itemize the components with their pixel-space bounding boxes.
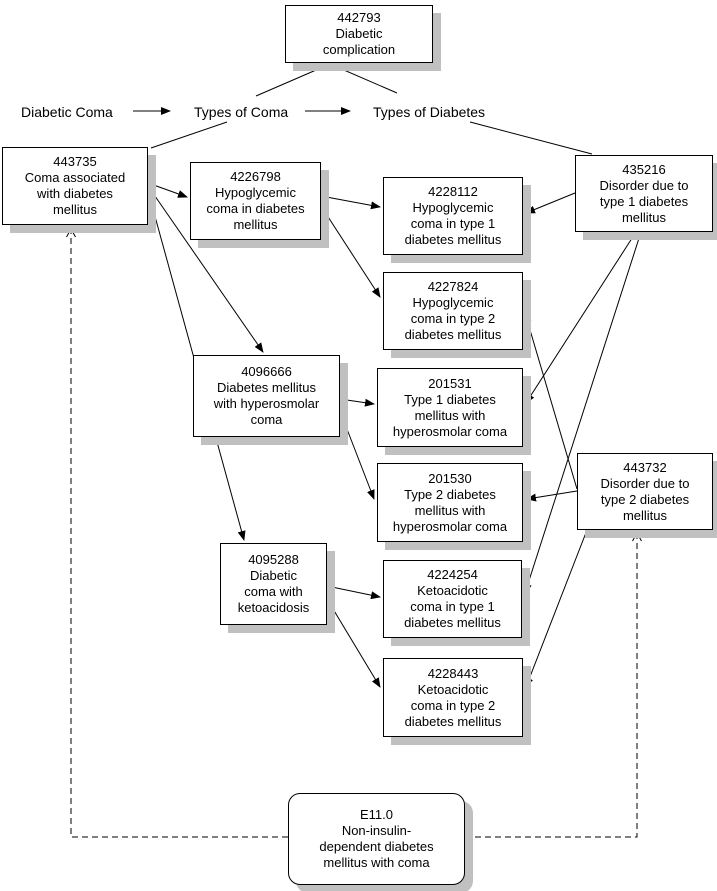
edge-443735-to-4226798 xyxy=(147,182,188,198)
edge-4096666-to-201531 xyxy=(339,398,375,407)
node-e11-0-icd-code: E11.0 Non-insulin- dependent diabetes me… xyxy=(288,793,465,885)
edge-443735-to-4096666 xyxy=(147,185,264,353)
node-label: Type 2 diabetes mellitus with hyperosmol… xyxy=(392,486,508,534)
edge-e11-to-443735 xyxy=(66,227,288,838)
edge-4226798-to-4228112 xyxy=(320,195,381,210)
node-id: 4096666 xyxy=(241,364,292,379)
flow-label-types-of-diabetes: Types of Diabetes xyxy=(373,104,486,120)
node-id: 4228443 xyxy=(427,665,479,681)
node-4228443-ketoacidotic-coma-type-2: 4228443 Ketoacidotic coma in type 2 diab… xyxy=(383,658,523,737)
node-label: Diabetes mellitus with hyperosmolar coma xyxy=(213,380,320,427)
edge-types-of-diabetes-to-435216 xyxy=(469,121,593,155)
node-4227824-hypoglycemic-coma-type-2: 4227824 Hypoglycemic coma in type 2 diab… xyxy=(383,272,523,350)
edge-4095288-to-4228443 xyxy=(326,598,381,688)
edge-442793-to-types-of-diabetes xyxy=(329,63,398,94)
edge-435216-to-201531 xyxy=(525,231,637,404)
edge-4226798-to-4227824 xyxy=(320,205,381,298)
edge-443735-to-types-of-coma xyxy=(150,121,228,149)
node-id: 201530 xyxy=(428,470,472,486)
edge-443732-to-201530 xyxy=(526,490,578,502)
node-435216-disorder-type-1-diabetes: 435216 Disorder due to type 1 diabetes m… xyxy=(575,155,713,232)
flow-label-types-of-coma: Types of Coma xyxy=(194,104,289,120)
node-id: 4226798 xyxy=(230,169,281,184)
node-label: Disorder due to type 2 diabetes mellitus xyxy=(600,475,690,523)
node-4224254-ketoacidotic-coma-type-1: 4224254 Ketoacidotic coma in type 1 diab… xyxy=(383,560,522,638)
node-id: 435216 xyxy=(622,161,666,177)
edge-e11-to-443732 xyxy=(465,531,642,838)
node-443735-coma-associated-with-diabetes: 443735 Coma associated with diabetes mel… xyxy=(2,147,148,225)
node-id: 4228112 xyxy=(428,184,478,199)
node-label: Diabetic coma with ketoacidosis xyxy=(237,568,310,615)
node-id: E11.0 xyxy=(359,807,393,822)
node-4096666-hyperosmolar-coma: 4096666 Diabetes mellitus with hyperosmo… xyxy=(193,355,340,437)
edge-435216-to-4224254 xyxy=(523,231,642,594)
node-201530-type-2-hyperosmolar: 201530 Type 2 diabetes mellitus with hyp… xyxy=(377,463,523,542)
node-4226798-hypoglycemic-coma: 4226798 Hypoglycemic coma in diabetes me… xyxy=(190,162,321,240)
edge-4096666-to-201530 xyxy=(339,410,375,500)
node-id: 201531 xyxy=(428,375,472,391)
edge-443732-to-4228443 xyxy=(525,529,588,688)
node-id: 443732 xyxy=(623,459,667,475)
node-id: 442793 xyxy=(337,10,381,25)
node-443732-disorder-type-2-diabetes: 443732 Disorder due to type 2 diabetes m… xyxy=(577,453,713,530)
node-4228112-hypoglycemic-coma-type-1: 4228112 Hypoglycemic coma in type 1 diab… xyxy=(383,177,523,255)
node-id: 443735 xyxy=(53,154,97,169)
node-442793-diabetic-complication: 442793 Diabetic complication xyxy=(285,5,433,63)
node-id: 4224254 xyxy=(427,567,478,582)
node-4095288-ketoacidosis-coma: 4095288 Diabetic coma with ketoacidosis xyxy=(220,543,327,625)
edge-442793-to-types-of-coma xyxy=(255,63,331,97)
node-label: Hypoglycemic coma in type 1 diabetes mel… xyxy=(404,200,502,247)
node-label: Coma associated with diabetes mellitus xyxy=(24,170,126,217)
node-label: Hypoglycemic coma in diabetes mellitus xyxy=(206,185,305,232)
node-label: Disorder due to type 1 diabetes mellitus xyxy=(599,177,689,225)
node-label: Ketoacidotic coma in type 1 diabetes mel… xyxy=(404,583,501,630)
node-201531-type-1-hyperosmolar: 201531 Type 1 diabetes mellitus with hyp… xyxy=(377,368,523,447)
node-id: 4227824 xyxy=(427,279,479,294)
edge-435216-to-4228112 xyxy=(525,192,576,214)
node-label: Diabetic complication xyxy=(322,26,396,57)
edge-443732-to-4227824 xyxy=(523,312,578,490)
flow-label-diabetic-coma: Diabetic Coma xyxy=(21,104,113,120)
node-label: Non-insulin- dependent diabetes mellitus… xyxy=(319,823,434,870)
node-label: Hypoglycemic coma in type 2 diabetes mel… xyxy=(404,295,502,342)
edge-4095288-to-4224254 xyxy=(326,585,381,600)
node-label: Type 1 diabetes mellitus with hyperosmol… xyxy=(392,391,508,439)
node-label: Ketoacidotic coma in type 2 diabetes mel… xyxy=(404,681,502,729)
node-id: 4095288 xyxy=(248,552,299,567)
